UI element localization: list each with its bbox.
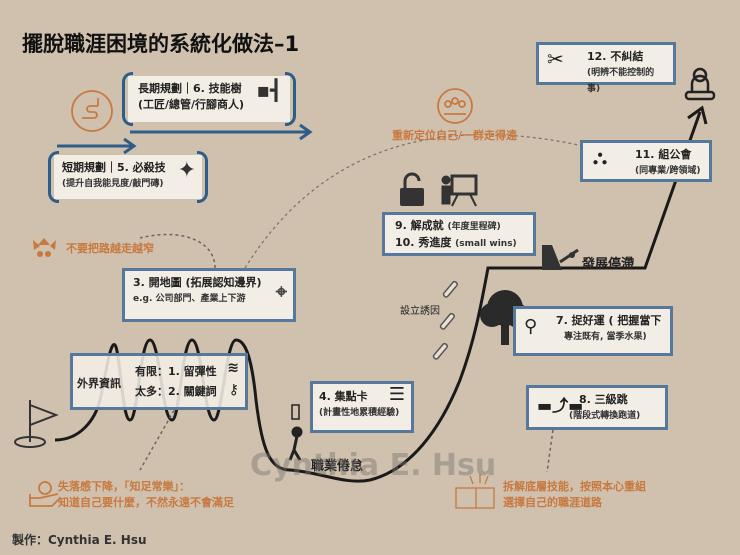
triple-jump-title: 8. 三級跳	[579, 393, 628, 406]
short-term-box: 短期規劃｜5. 必殺技 (提升自我能見度/敲門磚) ✦	[48, 151, 208, 203]
reposition-note: 重新定位自己/一群走得遠	[392, 129, 518, 142]
bracket-right	[285, 72, 296, 126]
guild-subtitle: (同專業/跨領域)	[635, 166, 701, 176]
hand-smile-icon	[29, 481, 61, 507]
luck-title: 7. 捉好運 ( 把握當下	[556, 314, 662, 327]
scissors-icon: ✂	[547, 47, 564, 71]
jumping-person-icon: ▬⤴▬	[537, 396, 584, 415]
map-title: 3. 開地圖 (拓展認知邊界)	[133, 276, 262, 289]
unlock-icon	[400, 172, 424, 206]
external-info-label: 外界資訊	[77, 377, 121, 390]
achievement-box: 9. 解成就 (年度里程碑) 10. 秀進度 (small wins)	[382, 212, 536, 256]
shuriken-icon: ✦	[177, 158, 196, 183]
butterfly-net-icon: ⚲	[524, 316, 538, 337]
stagnation-label: 發展停滯	[582, 257, 635, 272]
bracket-left	[48, 151, 59, 203]
achievement-item: 9. 解成就 (年度里程碑)	[395, 219, 501, 232]
luck-subtitle: 專注既有, 當季水果)	[564, 332, 647, 342]
triple-jump-subtitle: (階段式轉換跑道)	[569, 411, 641, 421]
burnout-label: 職業倦怠	[311, 459, 364, 474]
rebuild-line-2: 選擇自己的職涯道路	[503, 496, 602, 509]
contentment-line-2: 知道自己要什麼，不然永遠不會滿足	[58, 496, 234, 509]
puzzle-icon	[455, 474, 495, 509]
progress-item: 10. 秀進度 (small wins)	[395, 236, 517, 249]
narrow-path-note: 不要把路越走越窄	[66, 242, 154, 255]
contentment-note: 失落感下降，「知足常樂」： 知道自己要什麼，不然永遠不會滿足	[58, 479, 234, 511]
network-people-icon: ⛬	[593, 145, 607, 169]
map-pin-icon: ⌖	[275, 279, 287, 303]
detach-title: 12. 不糾結	[587, 50, 644, 63]
credit: 製作：Cynthia E. Hsu	[12, 533, 147, 547]
key-icon: ⚷	[228, 382, 239, 398]
excess-info-item: 太多：2. 關鍵詞	[135, 385, 217, 398]
limited-info-item: 有限：1. 留彈性	[135, 365, 217, 378]
detach-subtitle: (明辨不能控制的事)	[587, 68, 655, 94]
map-box: 3. 開地圖 (拓展認知邊界) e.g. 公司部門、產業上下游 ⌖	[122, 268, 296, 322]
points-card-title: 4. 集點卡	[319, 390, 368, 403]
diverging-arrows-icon	[33, 238, 56, 257]
luck-box: 7. 捉好運 ( 把握當下 專注既有, 當季水果) ⚲	[513, 306, 673, 356]
roadmap-icon	[71, 90, 113, 132]
guild-title: 11. 組公會	[635, 148, 692, 161]
burnout-person-icon	[288, 404, 303, 461]
short-term-subtitle: (提升自我能見度/敲門磚)	[62, 179, 164, 189]
short-term-arrow	[57, 137, 137, 155]
sliding-person-icon	[542, 245, 579, 270]
contentment-line-1: 失落感下降，「知足常樂」：	[58, 480, 190, 493]
spring-icon: ≋	[227, 360, 239, 376]
long-term-subtitle: (工匠/總管/行腳商人)	[138, 98, 245, 111]
rebuild-line-1: 拆解底層技能，按照本心重組	[503, 480, 646, 493]
short-term-title: 短期規劃｜5. 必殺技	[62, 161, 166, 174]
rebuild-note: 拆解底層技能，按照本心重組 選擇自己的職涯道路	[503, 479, 646, 511]
dashed-arrow-content	[139, 399, 181, 471]
dashed-arrow-narrow	[139, 233, 216, 269]
org-chart-icon: ▪┫	[256, 78, 282, 102]
map-subtitle: e.g. 公司部門、產業上下游	[133, 294, 246, 304]
triple-jump-box: 8. 三級跳 (階段式轉換跑道) ▬⤴▬	[526, 385, 668, 430]
bracket-left	[122, 72, 133, 126]
detach-box: 12. 不糾結 (明辨不能控制的事) ✂	[536, 42, 676, 94]
dashed-arrow-rebuild	[546, 429, 554, 473]
path-arrowhead	[687, 105, 708, 125]
long-term-arrow	[130, 123, 313, 141]
long-term-title: 長期規劃｜6. 技能樹	[138, 82, 242, 95]
presentation-icon	[441, 174, 478, 207]
points-card-subtitle: (計畫性地累積經驗)	[319, 408, 400, 418]
team-refresh-icon	[437, 88, 473, 124]
watermark: Cynthia E. Hsu	[250, 448, 497, 483]
page-title: 擺脫職涯困境的系統化做法–1	[22, 32, 300, 56]
checklist-icon: ☰	[388, 384, 405, 405]
dashed-line-reposition	[244, 134, 601, 269]
bone-icons	[432, 280, 459, 360]
long-term-box: 長期規劃｜6. 技能樹 (工匠/總管/行腳商人) ▪┫	[122, 72, 296, 126]
incentive-label: 設立誘因	[400, 306, 440, 317]
guild-box: 11. 組公會 (同專業/跨領域) ⛬	[580, 140, 712, 182]
points-card-box: 4. 集點卡 (計畫性地累積經驗) ☰	[310, 381, 414, 433]
bracket-right	[197, 151, 208, 203]
external-info-box: 外界資訊 有限：1. 留彈性 太多：2. 關鍵詞 ≋ ⚷	[70, 353, 248, 410]
flag-icon	[14, 400, 59, 448]
meditation-icon	[684, 67, 716, 101]
